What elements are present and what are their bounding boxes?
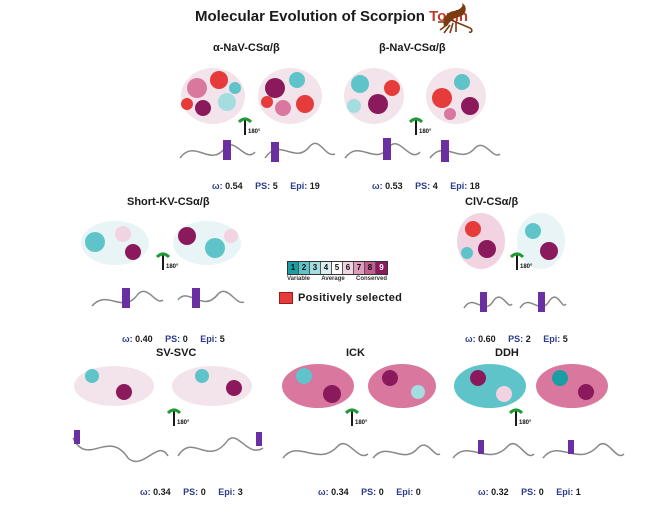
panel-title-cl-v: ClV-CSα/β (465, 196, 519, 208)
stats-sv-svc: ω: 0.34 PS: 0 Epi: 3 (140, 487, 243, 497)
surfaces-row-top (181, 68, 322, 124)
surfaces-row-bottom (74, 364, 608, 408)
rotation-icon-alpha: 180° (237, 115, 260, 137)
scale-cell-7: 7 (354, 262, 365, 274)
panel-title-sv-svc: SV-SVC (156, 347, 197, 359)
panel-title-alpha-nav: α-NaV-CSα/β (213, 42, 280, 54)
surfaces-beta-nav (344, 68, 486, 124)
panel-title-ddh: DDH (495, 347, 519, 359)
beta-nav-surface-right (426, 68, 486, 124)
stats-short-kv: ω: 0.40 PS: 0 Epi: 5 (122, 334, 225, 344)
panel-title-short-kv: Short-KV-CSα/β (127, 196, 210, 208)
surfaces-short-kv (81, 221, 241, 265)
stats-cl-v: ω: 0.60 PS: 2 Epi: 5 (465, 334, 568, 344)
ribbons-top-row (179, 138, 501, 162)
stats-ick: ω: 0.34 PS: 0 Epi: 0 (318, 487, 421, 497)
scale-cell-5: 5 (332, 262, 343, 274)
scale-cell-8: 8 (365, 262, 376, 274)
positively-selected-swatch (279, 292, 293, 304)
scorpion-icon (438, 3, 473, 34)
rotation-icon-cl-v: 180° (509, 250, 532, 272)
beta-nav-surface-left (344, 68, 404, 124)
scale-cell-6: 6 (343, 262, 354, 274)
scale-cell-2: 2 (299, 262, 310, 274)
rotation-icon-ddh: 180° (508, 406, 531, 428)
ribbons-short-kv (91, 288, 245, 308)
scale-cell-1: 1 (288, 262, 299, 274)
conservation-legend: 1 2 3 4 5 6 7 8 9 Variable Average Conse… (287, 261, 388, 282)
conservation-scale: 1 2 3 4 5 6 7 8 9 (287, 261, 388, 275)
scale-label-conserved: Conserved (355, 276, 387, 282)
positively-selected-label: Positively selected (298, 292, 403, 304)
stats-beta-nav: ω: 0.53 PS: 4 Epi: 18 (372, 181, 480, 191)
alpha-nav-surface-left (181, 68, 245, 124)
title-main: Molecular Evolution of Scorpion (194, 8, 425, 25)
scale-label-average: Average (321, 276, 345, 282)
scale-label-variable: Variable (287, 276, 311, 282)
scale-labels: Variable Average Conserved (287, 276, 387, 282)
stats-ddh: ω: 0.32 PS: 0 Epi: 1 (478, 487, 581, 497)
scale-cell-4: 4 (321, 262, 332, 274)
rotation-icon-beta: 180° (408, 115, 431, 137)
rotation-icon-ick: 180° (344, 406, 367, 428)
scale-cell-9: 9 (376, 262, 387, 274)
figure-title: Molecular Evolution of Scorpion Toxin (0, 8, 663, 25)
stats-alpha-nav: ω: 0.54 PS: 5 Epi: 19 (212, 181, 320, 191)
positively-selected-legend: Positively selected (279, 292, 402, 304)
panel-title-beta-nav: β-NaV-CSα/β (379, 42, 446, 54)
surfaces-cl-v (457, 213, 565, 269)
alpha-nav-surface-right (258, 68, 322, 124)
ribbons-bottom-row (72, 430, 625, 463)
rotation-icon-sv-svc: 180° (166, 406, 189, 428)
ribbons-cl-v (463, 292, 567, 312)
rotation-icon-short-kv: 180° (155, 250, 178, 272)
scale-cell-3: 3 (310, 262, 321, 274)
panel-title-ick: ICK (346, 347, 365, 359)
